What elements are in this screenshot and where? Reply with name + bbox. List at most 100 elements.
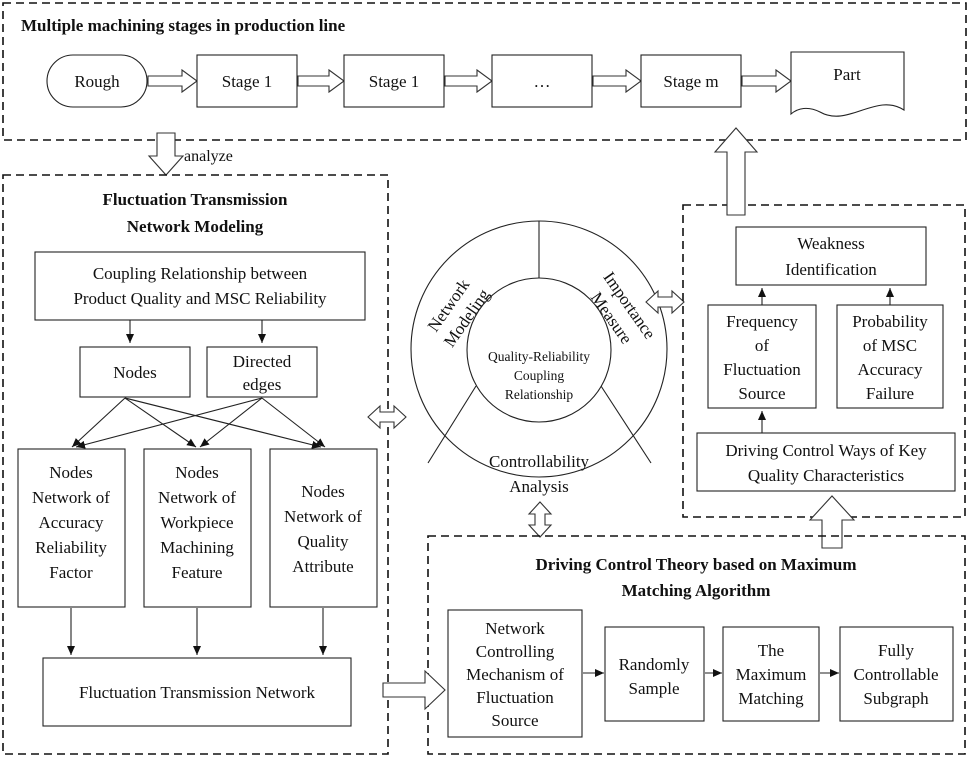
fluctuation-network-label: Fluctuation Transmission Network [79,683,316,702]
driving-control-ways-box [696,432,956,492]
subgraph-line2: Controllable [854,665,939,684]
probability-line1: Probability [852,312,928,331]
ellipsis-box [491,54,593,108]
weakness-identification-box [735,226,927,286]
driving-ways-line1: Driving Control Ways of Key [725,441,927,460]
accuracy-line4: Reliability [35,538,107,557]
nodes-to-quality-arrow [124,397,322,449]
nodes-label: Nodes [113,363,156,382]
controlling-mechanism-box [447,609,583,738]
modeling-title-line2: Network Modeling [127,217,264,236]
driving-to-weakness-arrow [808,495,856,549]
fully-controllable-subgraph-box [839,626,954,722]
weakness-panel: Weakness Identification Frequency of Flu… [682,204,966,518]
frequency-line1: Frequency [726,312,798,331]
edges-to-workpiece-arrow [199,397,263,448]
flow-arrow-3 [444,68,493,94]
analyze-label: analyze [184,148,233,165]
stage-m-box [640,54,742,108]
ring-divider-right [600,385,652,464]
workpiece-line3: Workpiece [160,513,233,532]
stage-2-box [343,54,445,108]
ring-driving-double-arrow [527,501,553,538]
center-line2: Coupling [514,368,565,383]
mechanism-line4: Fluctuation [476,688,554,707]
workpiece-line2: Network of [158,488,236,507]
random-line1: Randomly [619,655,690,674]
flow-arrow-4 [592,68,642,94]
coupling-line2: Product Quality and MSC Reliability [73,289,327,308]
stage-m-label: Stage m [663,72,718,91]
directed-edges-line2: edges [243,375,282,394]
accuracy-network-box [17,448,126,608]
center-line3: Relationship [505,387,573,402]
mechanism-line1: Network [485,619,545,638]
probability-line2: of MSC [863,336,917,355]
edges-to-quality-arrow [261,397,326,448]
workpiece-line5: Feature [172,563,223,582]
random-line2: Sample [629,679,680,698]
coupling-line1: Coupling Relationship between [93,264,308,283]
maximum-line2: Maximum [736,665,807,684]
stage-2-label: Stage 1 [369,72,420,91]
frequency-line4: Source [738,384,785,403]
nodes-to-accuracy-arrow [71,397,126,448]
nodes-to-workpiece-arrow [124,397,197,448]
accuracy-line2: Network of [32,488,110,507]
quality-line4: Attribute [292,557,353,576]
weakness-title-line2: Identification [785,260,877,279]
flow-arrow-2 [297,68,345,94]
driving-theory-panel: Driving Control Theory based on Maximum … [427,535,966,755]
quality-line1: Nodes [301,482,344,501]
modeling-panel: Fluctuation Transmission Network Modelin… [2,174,389,755]
part-document-node [790,51,905,117]
probability-line4: Failure [866,384,914,403]
weakness-to-production-arrow [713,127,759,216]
network-to-driving-arrow [382,669,446,711]
workpiece-line4: Machining [160,538,234,557]
flow-arrow-1 [147,68,198,94]
accuracy-line3: Accuracy [38,513,104,532]
production-line-panel: Multiple machining stages in production … [2,2,967,141]
stage-1-box [196,54,298,108]
coupling-relationship-box [34,251,366,321]
maximum-matching-box [722,626,820,722]
accuracy-line5: Factor [49,563,93,582]
quality-network-box [269,448,378,608]
rough-label: Rough [74,72,120,91]
subgraph-line3: Subgraph [863,689,929,708]
mechanism-line2: Controlling [476,642,555,661]
frequency-box [707,304,817,409]
ellipsis-label: … [534,72,551,91]
randomly-sample-box [604,626,705,722]
accuracy-line1: Nodes [49,463,92,482]
frequency-line3: Fluctuation [723,360,801,379]
workpiece-network-box [143,448,252,608]
probability-line3: Accuracy [857,360,923,379]
frequency-line2: of [755,336,770,355]
ring-weakness-double-arrow [645,289,685,315]
probability-box [836,304,944,409]
center-line1: Quality-Reliability [488,349,590,364]
workpiece-line1: Nodes [175,463,218,482]
ring-divider-left [427,385,477,464]
controllability-line1: Controllability [489,452,590,471]
subgraph-line1: Fully [878,641,914,660]
modeling-ring-double-arrow [367,404,407,430]
fluctuation-network-box [42,657,352,727]
edges-to-accuracy-arrow [75,397,263,449]
weakness-title-line1: Weakness [797,234,865,253]
production-line-frame [2,2,967,141]
directed-edges-line1: Directed [233,352,292,371]
driving-ways-line2: Quality Characteristics [748,466,904,485]
controllability-line2: Analysis [509,477,569,496]
driving-theory-title-line2: Matching Algorithm [622,581,771,600]
production-line-title: Multiple machining stages in production … [21,16,346,35]
rough-node [46,54,148,108]
flow-arrow-5 [741,68,792,94]
stage-1-label: Stage 1 [222,72,273,91]
maximum-line1: The [758,641,784,660]
coupling-ring: Network Modeling Importance Measure Cont… [410,220,668,496]
maximum-line3: Matching [738,689,804,708]
